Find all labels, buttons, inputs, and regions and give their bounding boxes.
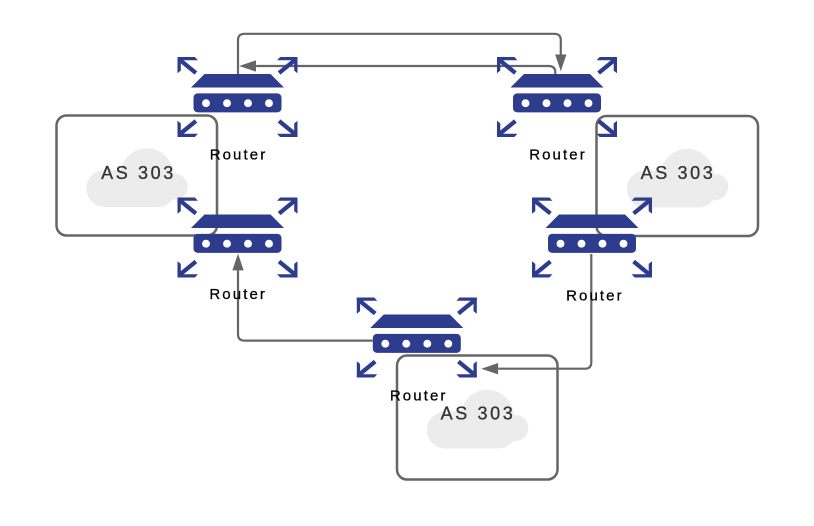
- svg-text:Router: Router: [566, 288, 624, 305]
- svg-text:Router: Router: [210, 146, 268, 163]
- svg-text:Router: Router: [390, 388, 448, 405]
- svg-text:AS 303: AS 303: [641, 163, 716, 183]
- svg-text:Router: Router: [529, 146, 587, 163]
- svg-text:Router: Router: [209, 286, 267, 303]
- svg-text:AS 303: AS 303: [441, 404, 516, 424]
- svg-text:AS 303: AS 303: [101, 163, 176, 183]
